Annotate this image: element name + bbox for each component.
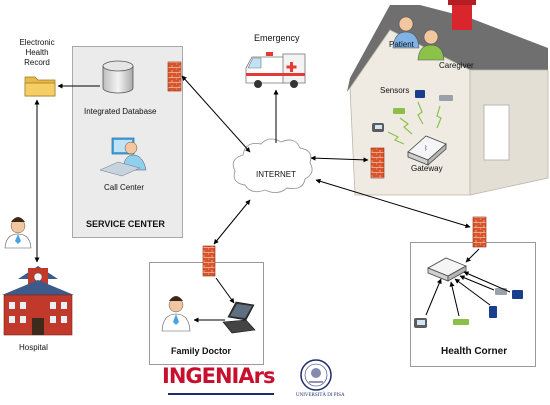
firewall-icon bbox=[167, 61, 182, 92]
connection-arrows bbox=[34, 75, 511, 323]
gateway-icon: ᛒ bbox=[407, 135, 447, 166]
ehr-label: Electronic Health Record bbox=[16, 38, 58, 68]
caregiver-icon bbox=[417, 29, 445, 61]
firewall-icon bbox=[472, 216, 487, 248]
integrated-database-label: Integrated Database bbox=[84, 107, 157, 116]
service-center-title: SERVICE CENTER bbox=[86, 219, 165, 229]
call-center-icon bbox=[99, 137, 147, 177]
university-seal-icon bbox=[300, 359, 332, 391]
router-icon bbox=[427, 257, 467, 282]
hospital-icon bbox=[2, 266, 74, 336]
doctor-icon bbox=[161, 296, 191, 332]
call-center-label: Call Center bbox=[104, 183, 145, 192]
laptop-icon bbox=[222, 301, 256, 334]
cloud-icon bbox=[232, 138, 313, 193]
folder-icon bbox=[24, 76, 56, 97]
hospital-label: Hospital bbox=[19, 343, 48, 352]
patient-label: Patient bbox=[389, 40, 414, 49]
health-corner-title: Health Corner bbox=[441, 346, 508, 357]
firewall-icon bbox=[370, 147, 385, 179]
patient-icon bbox=[392, 16, 420, 49]
health-corner-box bbox=[410, 242, 536, 367]
family-doctor-title: Family Doctor bbox=[171, 346, 232, 356]
database-icon bbox=[102, 60, 134, 94]
firewall-icon bbox=[202, 245, 216, 277]
caregiver-label: Caregiver bbox=[439, 61, 474, 70]
ingeniars-logo-text: INGENIArs bbox=[162, 364, 275, 388]
gateway-label: Gateway bbox=[411, 164, 443, 173]
ehr-label-line-3: Record bbox=[24, 58, 50, 67]
ehr-label-line-1: Electronic bbox=[19, 38, 55, 47]
internet-label: INTERNET bbox=[256, 170, 296, 179]
doctor-icon bbox=[4, 217, 32, 249]
ehr-label-line-2: Health bbox=[25, 48, 49, 57]
ingeniars-logo: INGENIArs bbox=[162, 364, 275, 388]
wireless-signals bbox=[387, 101, 442, 145]
sensor-icon bbox=[372, 90, 453, 132]
ambulance-icon bbox=[245, 52, 306, 88]
ingeniars-logo-underline bbox=[168, 393, 274, 395]
unipi-logo-text: UNIVERSITÀ DI PISA bbox=[296, 393, 345, 398]
emergency-label: Emergency bbox=[254, 33, 300, 43]
sensors-label: Sensors bbox=[380, 86, 410, 95]
svg-text:ᛒ: ᛒ bbox=[424, 145, 428, 152]
sensor-icon bbox=[414, 288, 523, 328]
